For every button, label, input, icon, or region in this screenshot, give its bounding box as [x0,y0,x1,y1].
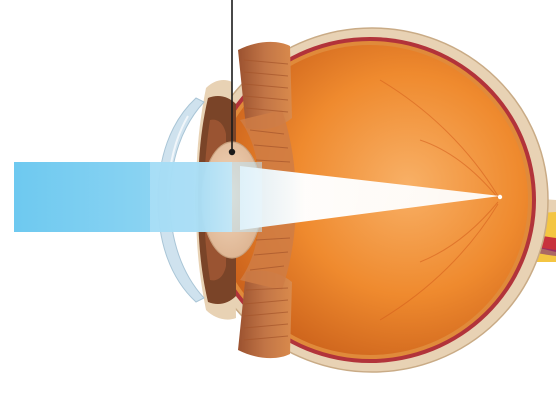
focal-point [498,195,502,199]
